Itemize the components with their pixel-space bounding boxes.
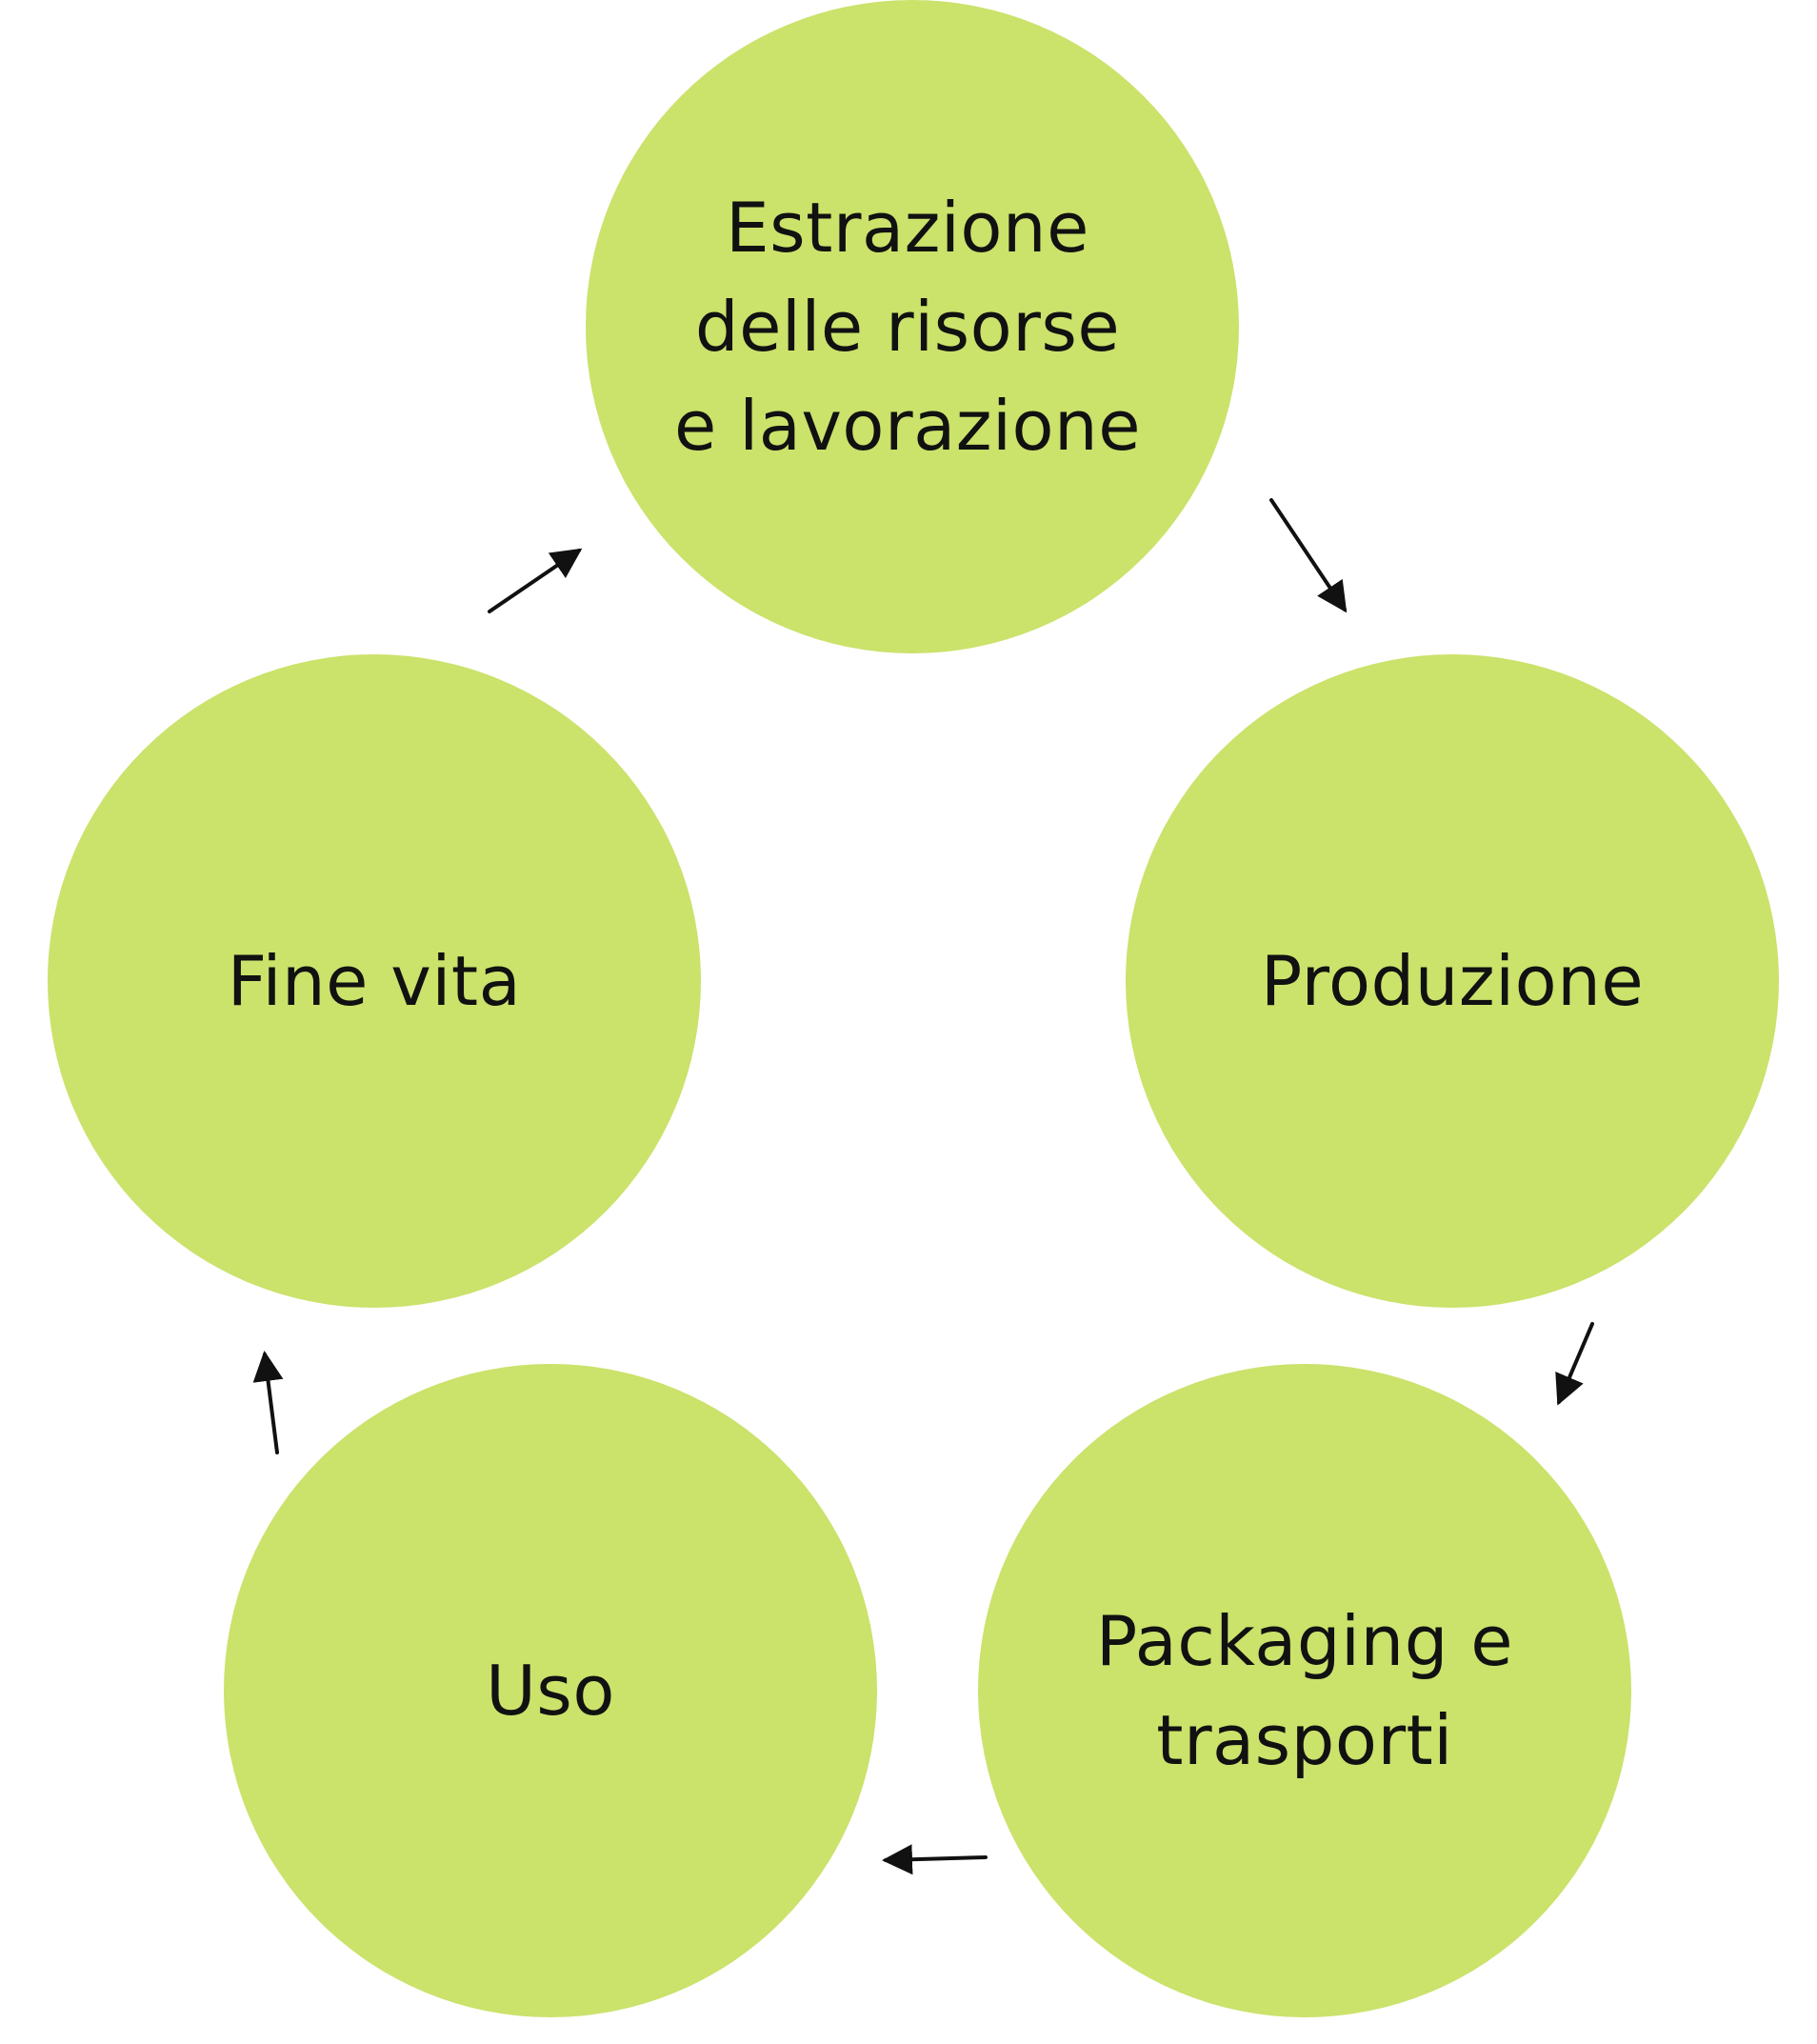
arrow-uso-to-fine-vita (252, 1351, 284, 1454)
node-uso-circle (224, 1364, 877, 2017)
node-produzione-circle (1126, 654, 1779, 1308)
nodes-layer (48, 0, 1779, 2017)
node-estrazione-label: Estrazione delle risorse e lavorazione (603, 136, 1212, 517)
node-produzione-line-1: Produzione (1260, 941, 1645, 1021)
node-estrazione-circle (586, 0, 1239, 653)
node-packaging-line-2: trasporti (1156, 1700, 1453, 1780)
node-uso-label: Uso (246, 1500, 855, 1881)
node-estrazione-line-1: Estrazione (726, 188, 1089, 268)
node-estrazione-line-3: e lavorazione (674, 386, 1141, 466)
arrow-packaging-to-uso (882, 1844, 988, 1875)
node-packaging-label: Packaging e trasporti (1000, 1500, 1609, 1881)
node-produzione-label: Produzione (1148, 791, 1757, 1172)
arrow-produzione-to-packaging (1555, 1322, 1594, 1406)
arrow-fine-vita-to-estrazione (488, 548, 583, 613)
arrow-estrazione-to-produzione (1269, 498, 1348, 613)
node-packaging-circle (978, 1364, 1631, 2017)
node-packaging-line-1: Packaging e (1095, 1601, 1514, 1681)
node-fine-vita-label: Fine vita (70, 791, 679, 1172)
node-estrazione-line-2: delle risorse (694, 287, 1121, 367)
edges-layer (252, 498, 1594, 1875)
node-fine-vita-circle (48, 654, 701, 1308)
node-uso-line-1: Uso (486, 1651, 615, 1731)
node-fine-vita-line-1: Fine vita (227, 941, 522, 1021)
